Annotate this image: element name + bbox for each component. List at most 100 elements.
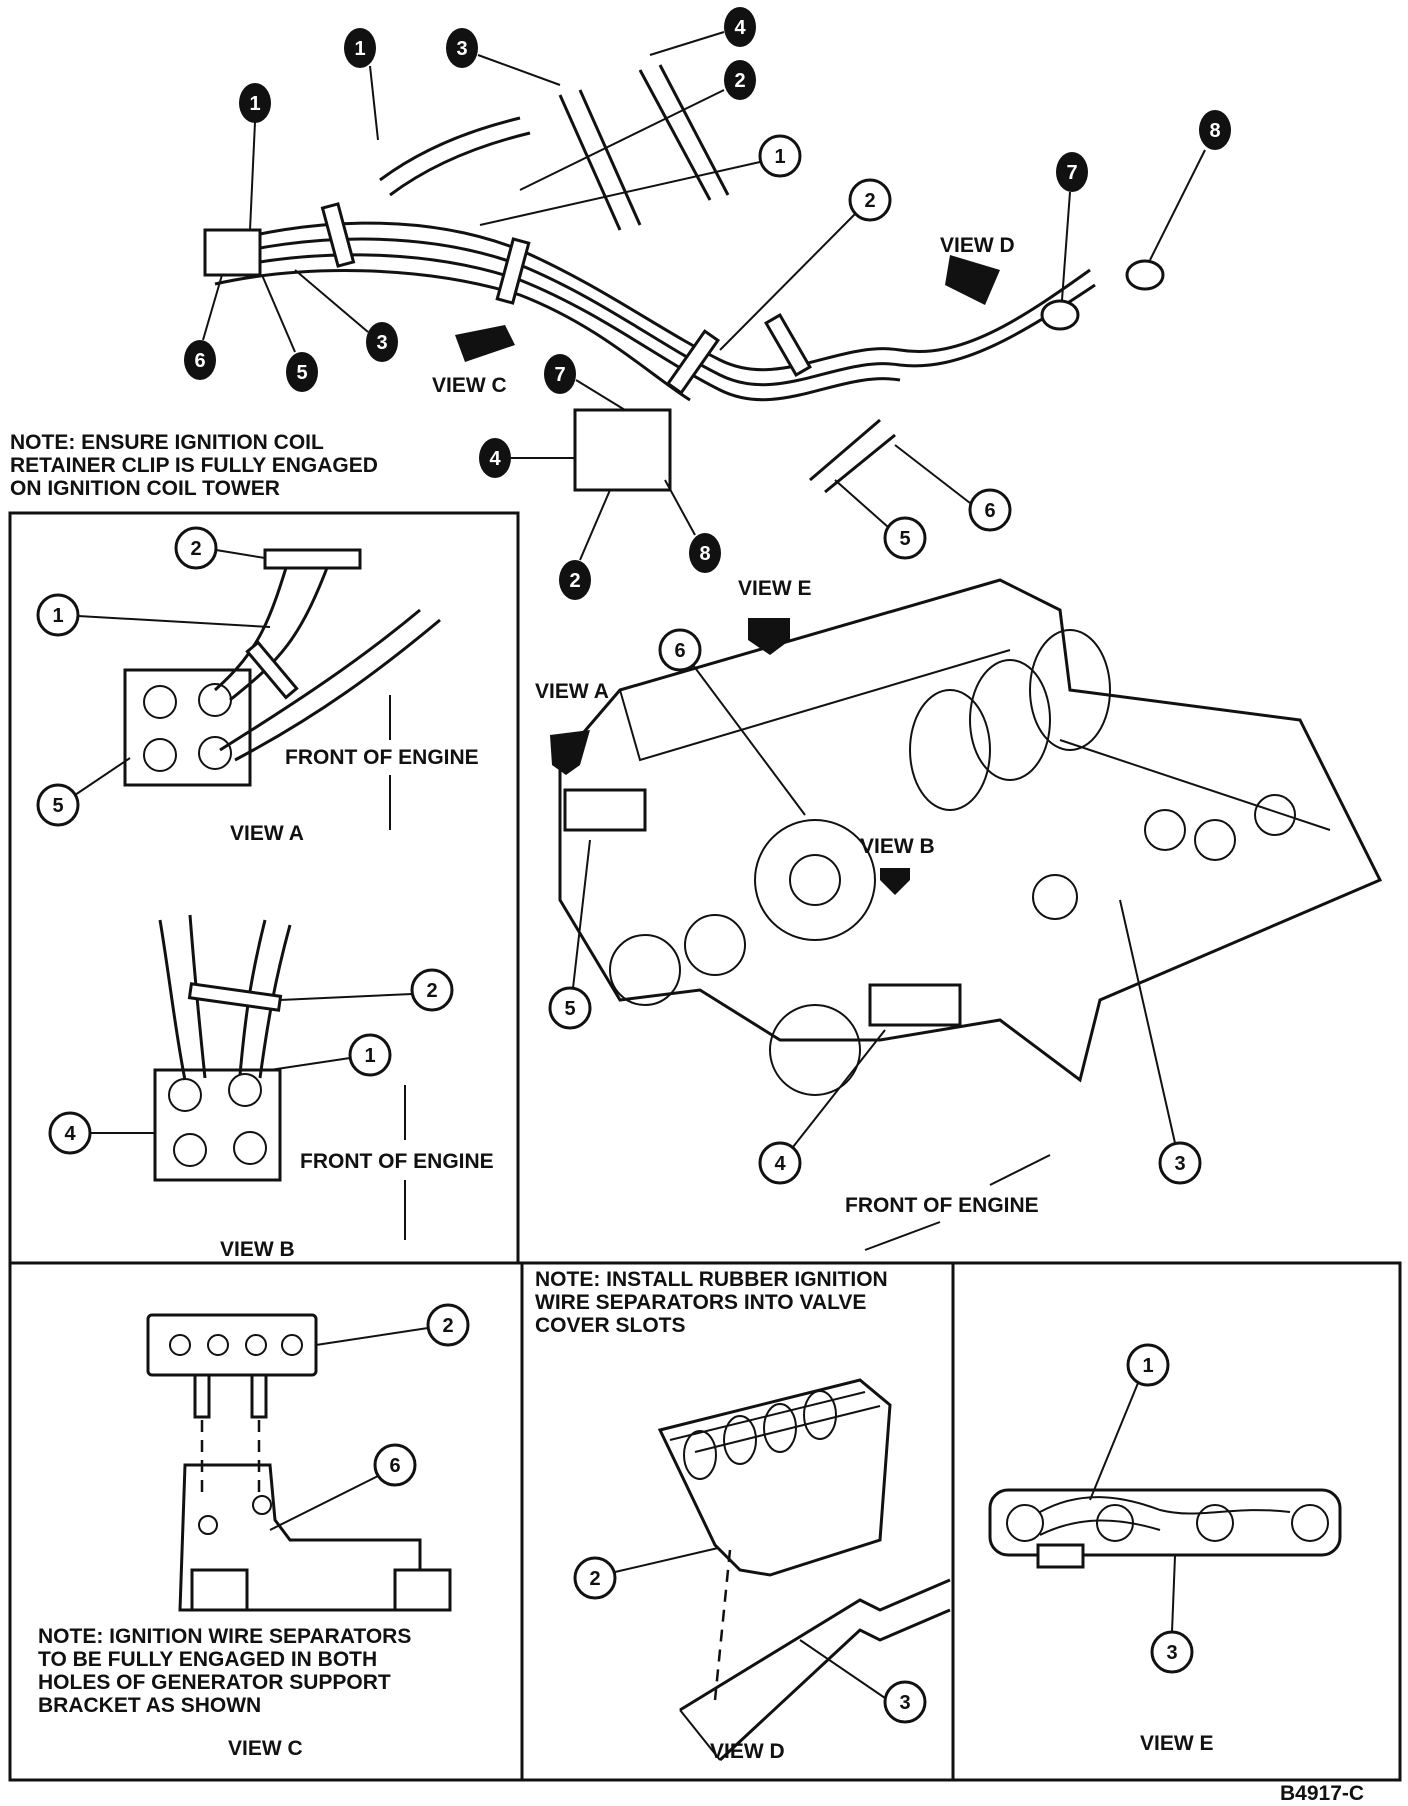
svg-text:5: 5 xyxy=(564,998,575,1020)
svg-text:5: 5 xyxy=(899,528,910,550)
callout-6: 6 xyxy=(184,274,223,380)
svg-text:5: 5 xyxy=(52,795,63,817)
callout-6: 6 xyxy=(658,628,806,816)
callout-1: 1 xyxy=(36,593,271,637)
callout-2: 2 xyxy=(519,60,756,191)
view-b-arrow xyxy=(880,868,910,895)
view-a-detail: FRONT OF ENGINE VIEW A 2 1 5 xyxy=(36,526,479,845)
view-d-title: VIEW D xyxy=(710,1740,785,1763)
svg-text:2: 2 xyxy=(442,1315,453,1337)
figure-id: B4917-C xyxy=(1280,1782,1364,1805)
callout-3: 3 xyxy=(1119,899,1202,1185)
svg-text:6: 6 xyxy=(194,350,205,372)
callout-8: 8 xyxy=(664,479,721,573)
view-c-title: VIEW C xyxy=(228,1737,303,1760)
panel-bottom xyxy=(8,1261,1402,1782)
view-b-title: VIEW B xyxy=(220,1238,295,1261)
view-d-pointer-label: VIEW D xyxy=(940,234,1015,257)
svg-text:1: 1 xyxy=(774,146,785,168)
svg-text:6: 6 xyxy=(984,500,995,522)
callout-3: 3 xyxy=(799,1639,927,1724)
view-b-pointer-label: VIEW B xyxy=(860,835,935,858)
svg-text:3: 3 xyxy=(456,38,467,60)
svg-text:3: 3 xyxy=(1166,1642,1177,1664)
panel-frames xyxy=(8,511,1402,1782)
view-d-arrow: VIEW D xyxy=(940,234,1015,305)
svg-text:2: 2 xyxy=(864,190,875,212)
callout-2: 2 xyxy=(719,178,892,351)
svg-text:2: 2 xyxy=(734,70,745,92)
svg-text:1: 1 xyxy=(52,605,63,627)
callout-4: 4 xyxy=(48,1111,155,1155)
view-e-pointer-label: VIEW E xyxy=(738,577,812,600)
callout-2: 2 xyxy=(559,489,611,600)
view-c-detail: 2 6 NOTE: IGNITION WIRE SEPARATORS TO BE… xyxy=(38,1303,470,1760)
view-c-arrow: VIEW C xyxy=(432,325,515,397)
view-e-title: VIEW E xyxy=(1140,1732,1214,1755)
view-a-pointer-label: VIEW A xyxy=(535,680,609,703)
svg-text:6: 6 xyxy=(389,1455,400,1477)
callout-4: 4 xyxy=(479,438,575,478)
callout-1: 1 xyxy=(479,134,802,226)
svg-text:FRONT OF ENGINE: FRONT OF ENGINE xyxy=(300,1150,494,1173)
callout-4: 4 xyxy=(649,7,756,56)
svg-text:1: 1 xyxy=(364,1045,375,1067)
svg-text:7: 7 xyxy=(1066,162,1077,184)
svg-text:1: 1 xyxy=(354,38,365,60)
svg-text:3: 3 xyxy=(899,1692,910,1714)
svg-text:FRONT OF ENGINE: FRONT OF ENGINE xyxy=(845,1194,1039,1217)
view-d-detail: NOTE: INSTALL RUBBER IGNITION WIRE SEPAR… xyxy=(535,1268,951,1763)
callout-5: 5 xyxy=(548,839,592,1030)
callout-2: 2 xyxy=(174,526,266,570)
svg-text:8: 8 xyxy=(699,543,710,565)
view-c-pointer-label: VIEW C xyxy=(432,374,507,397)
callout-3: 3 xyxy=(446,28,561,86)
svg-text:NOTE: INSTALL RUBBER IGNITION: NOTE: INSTALL RUBBER IGNITION xyxy=(535,1268,888,1291)
callout-2: 2 xyxy=(573,1547,719,1600)
callout-1: 1 xyxy=(344,28,379,141)
callout-5: 5 xyxy=(261,274,318,392)
svg-text:NOTE: IGNITION WIRE SEPARATORS: NOTE: IGNITION WIRE SEPARATORS xyxy=(38,1625,411,1648)
callout-1: 1 xyxy=(239,83,271,231)
svg-text:WIRE SEPARATORS INTO VALVE: WIRE SEPARATORS INTO VALVE xyxy=(535,1291,866,1314)
svg-text:4: 4 xyxy=(734,17,746,39)
view-b-detail: FRONT OF ENGINE VIEW B 2 1 4 xyxy=(48,914,494,1261)
svg-text:2: 2 xyxy=(426,980,437,1002)
svg-text:FRONT OF ENGINE: FRONT OF ENGINE xyxy=(285,746,479,769)
callout-8: 8 xyxy=(1149,110,1231,261)
callout-1: 1 xyxy=(1089,1343,1170,1501)
callout-2: 2 xyxy=(315,1303,470,1347)
callouts-overview-open: 1 2 6 5 xyxy=(479,134,1012,560)
callout-4: 4 xyxy=(758,1029,886,1185)
svg-text:4: 4 xyxy=(64,1123,76,1145)
svg-text:BRACKET AS SHOWN: BRACKET AS SHOWN xyxy=(38,1694,261,1717)
svg-text:8: 8 xyxy=(1209,120,1220,142)
svg-text:2: 2 xyxy=(589,1568,600,1590)
note-coil-clip: NOTE: ENSURE IGNITION COIL RETAINER CLIP… xyxy=(10,431,378,500)
view-a-arrow xyxy=(550,730,590,775)
callout-5: 5 xyxy=(36,757,131,827)
harness-overview xyxy=(203,64,1165,494)
svg-text:NOTE: ENSURE IGNITION COIL: NOTE: ENSURE IGNITION COIL xyxy=(10,431,324,454)
engine-illustration: VIEW A VIEW B VIEW E FRONT OF ENGINE 6 5… xyxy=(535,577,1383,1251)
svg-text:4: 4 xyxy=(774,1153,786,1175)
svg-text:6: 6 xyxy=(674,640,685,662)
svg-text:2: 2 xyxy=(569,570,580,592)
svg-text:COVER SLOTS: COVER SLOTS xyxy=(535,1314,686,1337)
callout-5: 5 xyxy=(834,479,927,560)
callout-6: 6 xyxy=(894,444,1012,532)
svg-text:2: 2 xyxy=(190,538,201,560)
svg-text:3: 3 xyxy=(376,332,387,354)
callout-7: 7 xyxy=(1056,152,1088,301)
svg-text:5: 5 xyxy=(296,362,307,384)
callouts-overview-filled: 1 1 3 4 2 3 5 6 7 8 7 4 2 8 xyxy=(184,7,1231,600)
callout-7: 7 xyxy=(544,354,626,411)
callout-3: 3 xyxy=(1150,1555,1194,1674)
callout-6: 6 xyxy=(269,1443,417,1531)
svg-text:TO BE FULLY ENGAGED IN BOTH: TO BE FULLY ENGAGED IN BOTH xyxy=(38,1648,377,1671)
view-e-arrow xyxy=(748,618,790,655)
svg-text:4: 4 xyxy=(489,448,501,470)
view-a-title: VIEW A xyxy=(230,822,304,845)
svg-text:3: 3 xyxy=(1174,1153,1185,1175)
